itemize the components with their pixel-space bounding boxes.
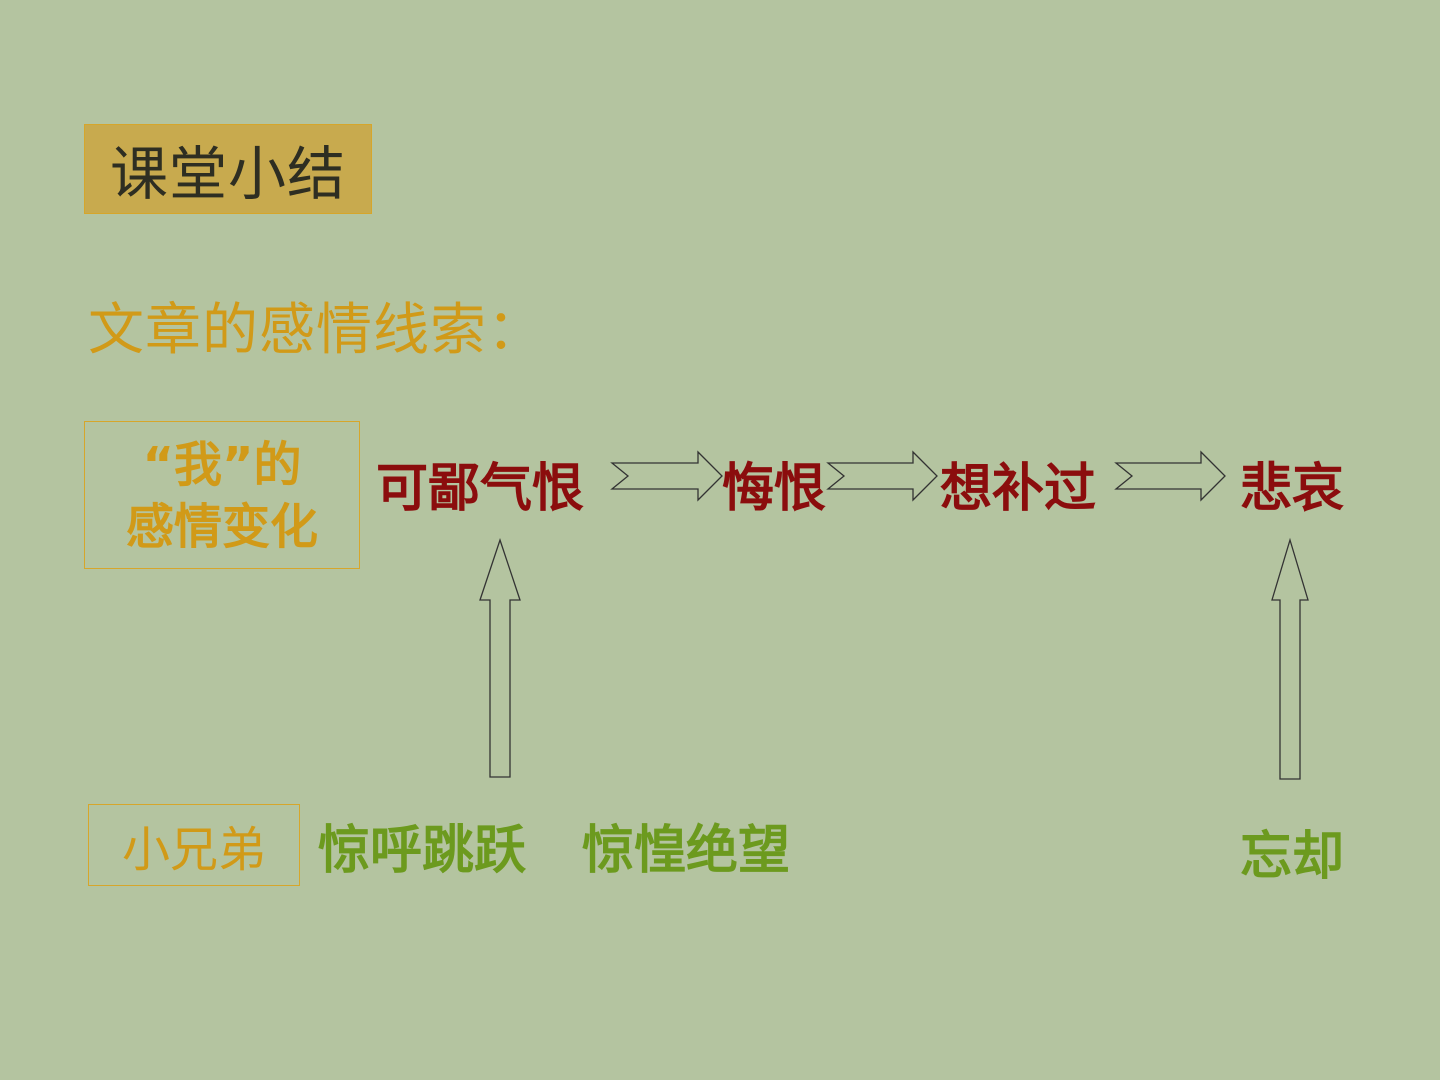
right-arrow-icon [826, 450, 938, 502]
up-arrow-icon [479, 537, 521, 778]
me-emotion-1: 可鄙气恨 [376, 459, 585, 519]
brother-emotion-1: 惊呼跳跃 [318, 821, 527, 881]
me-label-line1: “我”的 [142, 437, 302, 493]
me-emotion-2: 悔恨 [722, 459, 827, 519]
up-arrow-icon [1271, 537, 1309, 780]
right-arrow-icon [610, 450, 723, 502]
me-emotion-label-box: “我”的 感情变化 [84, 421, 360, 569]
right-arrow-icon [1114, 450, 1226, 502]
subtitle: 文章的感情线索： [88, 298, 544, 363]
brother-label-text: 小兄弟 [121, 822, 266, 878]
brother-label-box: 小兄弟 [88, 804, 300, 886]
title-text: 课堂小结 [109, 140, 346, 208]
brother-emotion-3: 忘却 [1240, 827, 1345, 887]
me-label-line2: 感情变化 [125, 499, 318, 555]
title-box: 课堂小结 [84, 124, 372, 214]
me-emotion-4: 悲哀 [1240, 459, 1345, 519]
me-emotion-3: 想补过 [940, 459, 1097, 519]
brother-emotion-2: 惊惶绝望 [582, 821, 791, 881]
